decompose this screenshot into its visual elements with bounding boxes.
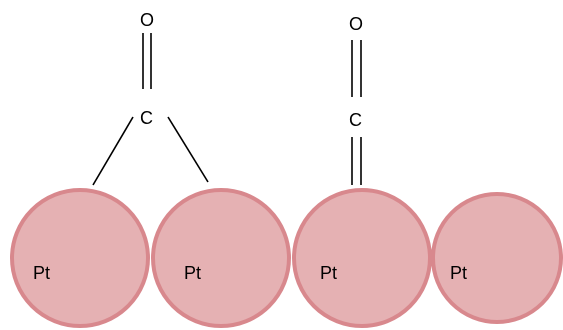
platinum-atom-2 (151, 188, 291, 328)
platinum-atom-3 (292, 188, 432, 328)
platinum-atom-1 (10, 188, 150, 328)
linear-oxygen-label: O (349, 14, 363, 34)
linear-carbon-label: C (349, 110, 362, 130)
bridging-pt-bond-left (92, 116, 134, 186)
platinum-label-2: Pt (184, 263, 201, 283)
platinum-label-4: Pt (450, 263, 467, 283)
platinum-atom-4 (431, 192, 563, 324)
platinum-label-1: Pt (33, 263, 50, 283)
linear-co-molecule: O C (349, 14, 363, 185)
platinum-label-3: Pt (320, 263, 337, 283)
bridging-carbon-label: C (140, 108, 153, 128)
bridging-pt-bond-right (167, 116, 209, 183)
bridging-co-molecule: O C (92, 10, 209, 186)
bridging-oxygen-label: O (140, 10, 154, 30)
platinum-surface: Pt Pt Pt Pt (10, 188, 563, 328)
